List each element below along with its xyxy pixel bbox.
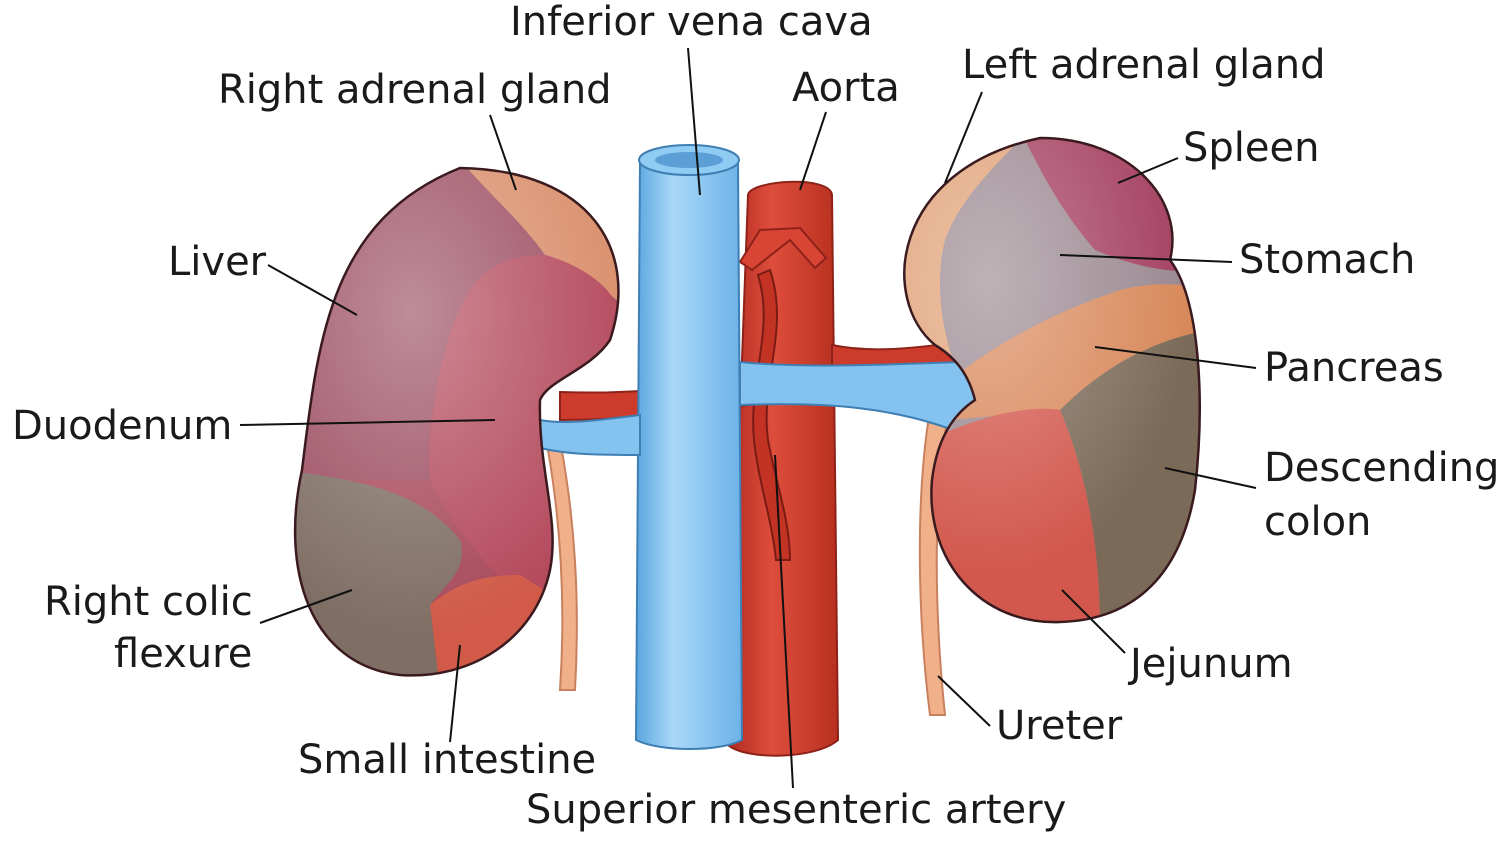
label-inferior-vena-cava: Inferior vena cava: [510, 2, 873, 42]
inferior-vena-cava-shape: [636, 162, 742, 749]
label-jejunum: Jejunum: [1130, 644, 1293, 684]
label-ureter: Ureter: [996, 706, 1122, 746]
leader-ureter: [938, 676, 990, 726]
ivc-lumen: [655, 152, 723, 168]
label-spleen: Spleen: [1183, 128, 1319, 168]
label-right-adrenal-gland: Right adrenal gland: [218, 70, 612, 110]
label-superior-mesenteric-artery: Superior mesenteric artery: [526, 790, 1066, 830]
label-pancreas: Pancreas: [1264, 348, 1444, 388]
label-small-intestine: Small intestine: [298, 740, 596, 780]
right-ureter: [548, 440, 577, 690]
label-descending-colon-line1: Descending: [1264, 448, 1499, 488]
label-duodenum: Duodenum: [12, 406, 232, 446]
label-stomach: Stomach: [1239, 240, 1415, 280]
label-right-colic-flexure-line2: flexure: [114, 634, 252, 674]
label-left-adrenal-gland: Left adrenal gland: [962, 45, 1326, 85]
leader-aorta: [800, 112, 826, 190]
label-aorta: Aorta: [792, 68, 900, 108]
label-right-colic-flexure-line1: Right colic: [44, 582, 253, 622]
aorta-shape: [728, 182, 838, 756]
right-renal-vein: [530, 415, 640, 455]
label-descending-colon-line2: colon: [1264, 502, 1371, 542]
label-liver: Liver: [168, 242, 266, 282]
